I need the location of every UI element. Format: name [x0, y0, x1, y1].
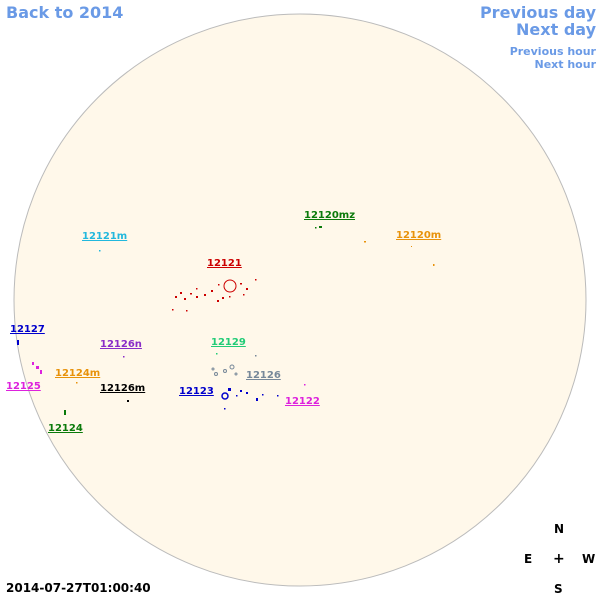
- region-label-12122[interactable]: 12122: [285, 396, 320, 407]
- region-label-12129[interactable]: 12129: [211, 337, 246, 348]
- region-label-12124[interactable]: 12124: [48, 423, 83, 434]
- compass-north: N: [554, 522, 565, 536]
- sunspot-group-12126n: [123, 356, 125, 358]
- sunspot-group-12122: [277, 384, 306, 397]
- sunspot-group-12121: [172, 279, 257, 312]
- sunspot-group-12123: [221, 388, 264, 410]
- sunspot-group-12126m: [127, 400, 129, 402]
- previous-day-link[interactable]: Previous day: [479, 3, 596, 22]
- next-hour-link[interactable]: Next hour: [534, 58, 597, 71]
- region-label-12126n[interactable]: 12126n: [100, 339, 142, 350]
- region-label-12127[interactable]: 12127: [10, 324, 45, 335]
- sunspot-group-12126: [211, 355, 257, 376]
- sunspot-group-12129: [216, 353, 218, 355]
- region-label-12123[interactable]: 12123: [179, 386, 214, 397]
- compass-west: W: [582, 552, 596, 566]
- solar-disk: [13, 13, 587, 587]
- region-label-12126[interactable]: 12126: [246, 370, 281, 381]
- compass-east: E: [524, 552, 533, 566]
- observation-timestamp: 2014-07-27T01:00:40: [6, 581, 151, 595]
- region-label-12124m[interactable]: 12124m: [55, 368, 100, 379]
- sunspot-group-12120m: [364, 241, 435, 266]
- sunspot-group-12121m: [99, 250, 101, 252]
- region-label-12120mz[interactable]: 12120mz: [304, 210, 355, 221]
- region-label-12121[interactable]: 12121: [207, 258, 242, 269]
- next-day-link[interactable]: Next day: [516, 20, 596, 39]
- region-label-12126m[interactable]: 12126m: [100, 383, 145, 394]
- compass-south: S: [554, 582, 563, 596]
- sunspot-group-12120mz: [315, 226, 322, 229]
- previous-hour-link[interactable]: Previous hour: [509, 45, 596, 58]
- region-label-12121m[interactable]: 12121m: [82, 231, 127, 242]
- sunspot-group-12124m: [76, 382, 78, 384]
- region-label-12120m[interactable]: 12120m: [396, 230, 441, 241]
- sunspot-group-12125: [32, 362, 42, 374]
- sunspot-group-12127: [17, 340, 19, 345]
- sunspot-group-12124: [64, 410, 66, 415]
- back-to-year-link[interactable]: Back to 2014: [6, 3, 124, 22]
- region-label-12125[interactable]: 12125: [6, 381, 41, 392]
- compass-center: +: [553, 551, 565, 567]
